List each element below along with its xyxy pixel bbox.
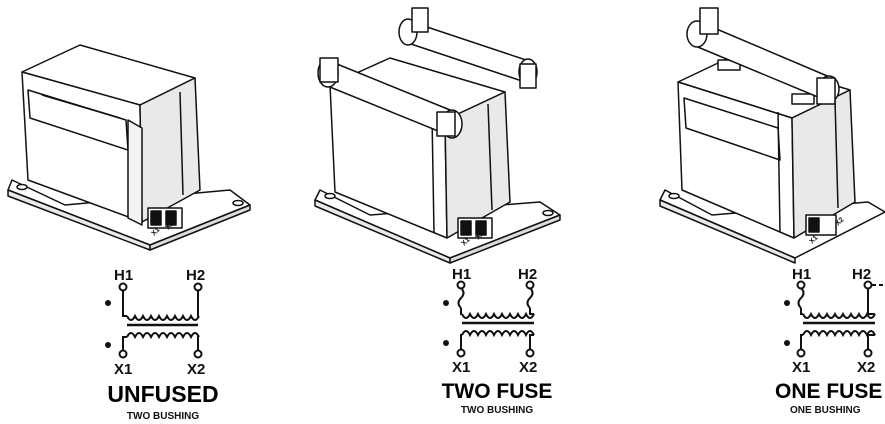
secondary-lead-x2: [529, 334, 534, 350]
coil-band: [683, 97, 781, 161]
bolt-hole: [668, 192, 680, 200]
base-plate-edge-right: [149, 204, 251, 251]
subcaption-one-fuse: ONE BUSHING: [790, 405, 861, 416]
label-h2: H2: [518, 266, 537, 283]
label-x1: X1: [792, 359, 810, 376]
panel-two-fuse: X1 X2 H1 H2 X1 X2 TWO FUSE TWO BUSHING: [314, 7, 561, 416]
label-x1: X1: [452, 359, 470, 376]
secondary-lead-x2: [867, 334, 875, 350]
subcaption-two-fuse: TWO BUSHING: [461, 405, 533, 416]
nameplate-slot: [791, 93, 815, 105]
polarity-dot-primary: [105, 300, 111, 306]
bushing-mark-x1: X1: [808, 234, 819, 245]
schematic-one-fuse: [796, 280, 885, 358]
label-x2: X2: [187, 361, 205, 378]
polarity-dot-secondary: [443, 340, 449, 346]
primary-lead-h1: [800, 308, 803, 315]
label-h2: H2: [852, 266, 871, 283]
transformer-unfused: [7, 44, 251, 251]
fuse-front: [317, 57, 463, 139]
label-h1: H1: [792, 266, 811, 283]
bolt-hole: [542, 209, 554, 217]
transformer-one-fuse: [659, 7, 885, 264]
terminal-h2: [193, 282, 203, 292]
secondary-winding: [461, 330, 535, 336]
fuse-symbol-h1: [457, 287, 465, 309]
terminal-x2: [475, 220, 487, 236]
terminal-x1: [150, 210, 162, 226]
bushing-mark-x1: X1: [150, 226, 161, 237]
primary-lead-h2: [867, 288, 875, 315]
lamination-line: [834, 99, 839, 209]
polarity-dot-secondary: [784, 340, 790, 346]
schematic-two-fuse: [456, 280, 535, 358]
secondary-winding: [126, 332, 200, 338]
subcaption-unfused: TWO BUSHING: [127, 411, 199, 422]
bushing-mark-x2: X2: [834, 216, 845, 227]
base-plate-edge: [659, 199, 796, 264]
polarity-dot-secondary: [105, 342, 111, 348]
terminal-x1: [118, 349, 128, 359]
primary-lead-h2: [529, 308, 534, 315]
lamination-line: [431, 115, 435, 233]
transformer-two-fuse: [314, 7, 561, 264]
schematic-unfused: [118, 282, 203, 359]
bushing-mark-x2: X2: [474, 230, 485, 241]
fuse-single: [686, 7, 840, 105]
base-plate-edge-right: [449, 214, 561, 264]
lamination-line: [487, 103, 493, 211]
secondary-lead-x1: [800, 334, 803, 350]
polarity-dot-primary: [784, 300, 790, 306]
fuse-rear: [398, 7, 538, 89]
terminal-x2: [165, 210, 177, 226]
coil-band-line: [41, 94, 121, 119]
terminal-x1: [808, 217, 820, 233]
bushing-mark-x1: X1: [460, 236, 471, 247]
primary-lead-h1: [460, 308, 462, 315]
bolt-hole: [16, 183, 28, 191]
terminal-x1: [460, 220, 472, 236]
bolt-hole: [232, 199, 244, 207]
terminal-x1: [796, 348, 806, 358]
secondary-lead-x1: [460, 334, 462, 350]
terminal-x1: [456, 348, 466, 358]
core-right-block: [127, 119, 143, 226]
label-x1: X1: [114, 361, 132, 378]
label-x2: X2: [857, 359, 875, 376]
lamination-line: [179, 91, 184, 196]
terminal-x2: [863, 348, 873, 358]
fuse-symbol-h2: [526, 287, 534, 309]
terminal-x2: [525, 348, 535, 358]
caption-unfused: UNFUSED: [107, 381, 218, 407]
polarity-dot-primary: [443, 300, 449, 306]
secondary-lead-x1: [122, 336, 127, 351]
label-h1: H1: [452, 266, 471, 283]
caption-one-fuse: ONE FUSE: [775, 380, 882, 403]
secondary-lead-x2: [197, 336, 199, 351]
lamination-line: [777, 111, 781, 233]
secondary-winding: [802, 330, 876, 336]
label-h2: H2: [186, 267, 205, 284]
primary-winding: [802, 313, 876, 319]
primary-winding: [461, 313, 535, 319]
primary-lead-h2: [197, 290, 199, 317]
bolt-hole: [324, 192, 336, 200]
terminal-h1: [118, 282, 128, 292]
caption-two-fuse: TWO FUSE: [442, 380, 553, 403]
bushing-mark-x2: X2: [164, 220, 175, 231]
panel-unfused: X1 X2 H1 H2 X1 X2 UNFUSED TWO BUSHING: [7, 44, 251, 422]
label-h1: H1: [114, 267, 133, 284]
primary-lead-h1: [122, 290, 127, 317]
fuse-symbol-h1: [797, 287, 805, 309]
panel-one-fuse: X1 X2 H1 H2 X1 X2 ONE FUSE ONE BUSHING: [659, 7, 885, 416]
label-x2: X2: [519, 359, 537, 376]
primary-winding: [126, 315, 200, 321]
terminal-x2: [193, 349, 203, 359]
